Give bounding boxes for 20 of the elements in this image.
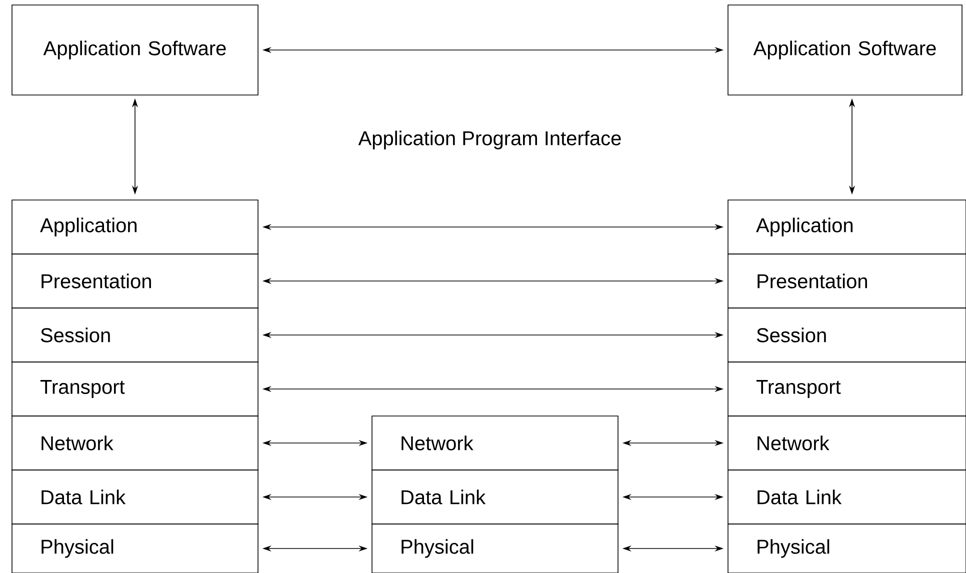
layer-box: Application (728, 200, 966, 254)
layer-box: Data Link (372, 470, 618, 524)
layer-box: Physical (728, 524, 966, 573)
interface-label: Application Program Interface (358, 130, 621, 150)
layer-box: Presentation (12, 254, 258, 308)
layer-box: Session (12, 308, 258, 362)
software-box: Application Software (12, 4, 258, 96)
layer-box: Presentation (728, 254, 966, 308)
layer-box: Physical (372, 524, 618, 573)
layer-box: Network (372, 416, 618, 470)
layer-box: Network (12, 416, 258, 470)
layer-box: Data Link (12, 470, 258, 524)
layer-box: Network (728, 416, 966, 470)
layer-box: Session (728, 308, 966, 362)
software-box: Application Software (728, 4, 962, 96)
layer-box: Application (12, 200, 258, 254)
layer-box: Transport (728, 362, 966, 416)
layer-box: Physical (12, 524, 258, 573)
layer-box: Transport (12, 362, 258, 416)
layer-box: Data Link (728, 470, 966, 524)
